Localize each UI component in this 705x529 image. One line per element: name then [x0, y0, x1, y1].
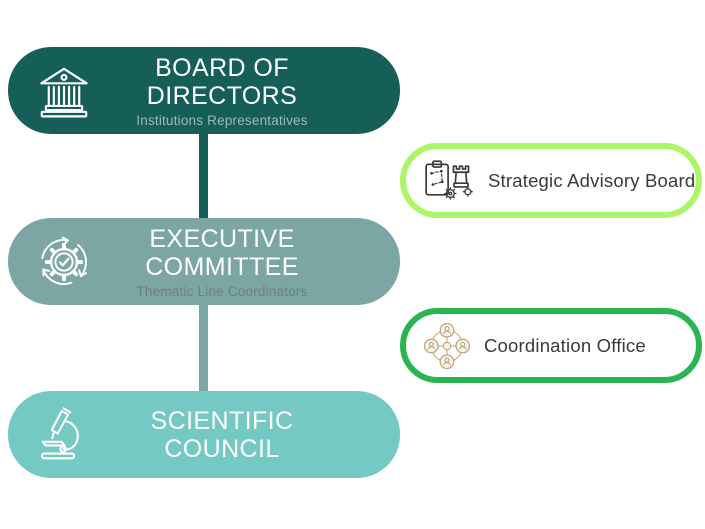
node-board-of-directors: BOARD OF DIRECTORS Institutions Represen…	[8, 47, 400, 134]
node-scientific-council: SCIENTIFIC COUNCIL	[8, 391, 400, 478]
node-label: Strategic Advisory Board	[488, 169, 696, 191]
node-title: BOARD OF DIRECTORS	[146, 53, 298, 110]
strategy-clipboard-icon	[423, 159, 475, 202]
node-coordination-office: Coordination Office	[400, 308, 702, 383]
microscope-icon	[32, 403, 96, 467]
node-title: EXECUTIVE COMMITTEE	[145, 224, 299, 281]
gear-cycle-icon	[32, 230, 96, 294]
node-subtitle: Institutions Representatives	[136, 112, 308, 128]
connector-executive-to-scientific	[199, 302, 208, 397]
node-subtitle: Thematic Line Coordinators	[136, 283, 308, 299]
node-executive-committee: EXECUTIVE COMMITTEE Thematic Line Coordi…	[8, 218, 400, 305]
node-label: Coordination Office	[484, 334, 646, 356]
node-text: EXECUTIVE COMMITTEE Thematic Line Coordi…	[96, 225, 382, 299]
node-text: BOARD OF DIRECTORS Institutions Represen…	[96, 54, 382, 128]
node-title: SCIENTIFIC COUNCIL	[150, 406, 294, 463]
people-network-icon	[423, 322, 471, 370]
node-text: SCIENTIFIC COUNCIL	[96, 407, 382, 463]
connector-board-to-executive	[199, 130, 208, 225]
bank-icon	[32, 59, 96, 123]
node-strategic-advisory-board: Strategic Advisory Board	[400, 143, 702, 218]
